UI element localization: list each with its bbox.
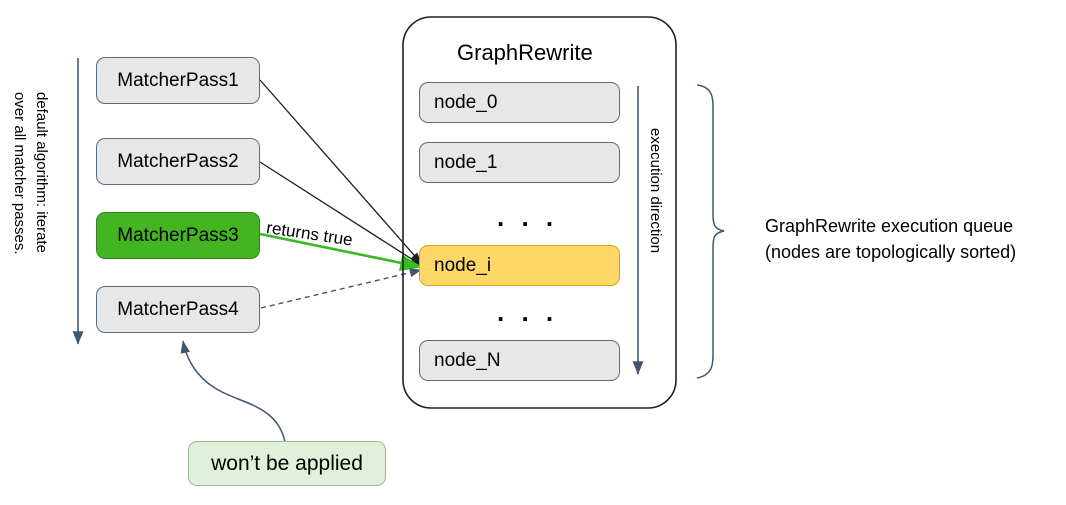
wont-be-applied-label: won’t be applied bbox=[211, 451, 363, 475]
queue-note-text: GraphRewrite execution queue (nodes are … bbox=[765, 216, 1017, 263]
connector-pass2-to-node-i bbox=[259, 161, 422, 266]
graphrewrite-title: GraphRewrite bbox=[457, 40, 593, 65]
node-box-N[interactable]: node_N bbox=[419, 340, 620, 381]
matcher-pass-2-box[interactable]: MatcherPass2 bbox=[96, 138, 260, 185]
connector-pass4-skipped-dashed bbox=[260, 268, 422, 309]
node-0-label: node_0 bbox=[434, 91, 498, 113]
connector-wont-be-applied bbox=[180, 340, 286, 443]
matcher-pass-3-box[interactable]: MatcherPass3 bbox=[96, 212, 260, 259]
wont-be-applied-box[interactable]: won’t be applied bbox=[188, 441, 386, 486]
matcher-pass-4-box[interactable]: MatcherPass4 bbox=[96, 286, 260, 333]
matcher-pass-2-label: MatcherPass2 bbox=[117, 150, 239, 172]
node-box-1[interactable]: node_1 bbox=[419, 142, 620, 183]
node-box-0[interactable]: node_0 bbox=[419, 82, 620, 123]
execution-direction-label: execution direction bbox=[647, 128, 664, 254]
node-i-label: node_i bbox=[434, 254, 492, 276]
matcher-pass-4-label: MatcherPass4 bbox=[117, 298, 239, 320]
node-1-label: node_1 bbox=[434, 151, 498, 173]
node-box-i[interactable]: node_i bbox=[419, 245, 620, 286]
node-N-label: node_N bbox=[434, 349, 501, 371]
node-ellipsis-upper: . . . bbox=[497, 202, 559, 232]
node-ellipsis-lower: . . . bbox=[497, 297, 559, 327]
matcher-pass-3-label: MatcherPass3 bbox=[117, 224, 239, 246]
returns-true-label: returns true bbox=[265, 218, 354, 250]
matcher-pass-1-label: MatcherPass1 bbox=[117, 69, 239, 91]
matcher-pass-1-box[interactable]: MatcherPass1 bbox=[96, 57, 260, 104]
default-algorithm-label: default algorithm: iterate over all matc… bbox=[11, 92, 50, 255]
queue-brace bbox=[696, 84, 725, 379]
